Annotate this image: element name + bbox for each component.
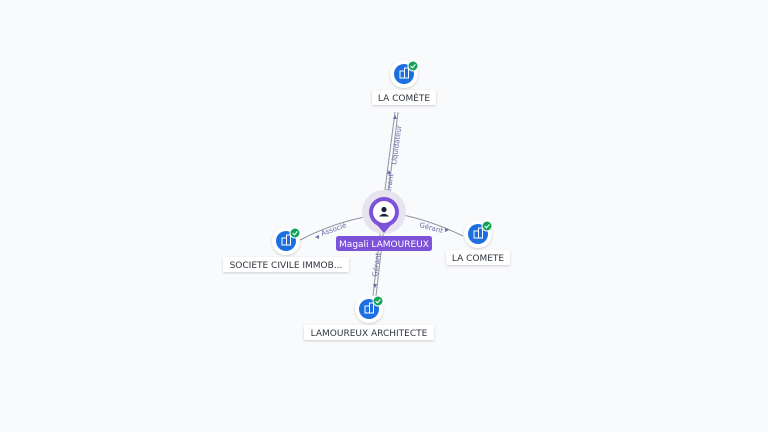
arrow-right — [445, 228, 449, 232]
check-icon — [372, 295, 384, 307]
company-node-bottom-label: LAMOUREUX ARCHITECTE — [311, 329, 428, 339]
edge-label-left: Associé — [320, 221, 348, 238]
edge-arrows — [315, 115, 449, 288]
edge-label-right: Gérant — [418, 221, 444, 235]
edge-to-top — [382, 111, 396, 206]
company-node-right[interactable]: LA COMETE — [446, 220, 510, 265]
center-node[interactable]: Magali LAMOUREUX — [336, 190, 432, 251]
check-icon — [407, 60, 419, 72]
building-icon — [364, 302, 374, 314]
building-icon — [473, 227, 483, 239]
edge-label-bottom: Gérant — [371, 252, 382, 277]
company-node-top-label: LA COMÈTE — [378, 92, 431, 104]
check-icon — [481, 220, 493, 232]
company-node-left[interactable]: SOCIETE CIVILE IMMOB... — [223, 227, 349, 272]
building-icon — [399, 67, 409, 79]
company-node-right-label: LA COMETE — [452, 254, 505, 264]
arrow-bottom — [373, 284, 377, 288]
arrow-top-2 — [387, 170, 391, 174]
company-node-left-label: SOCIETE CIVILE IMMOB... — [230, 261, 343, 271]
company-node-bottom[interactable]: LAMOUREUX ARCHITECTE — [304, 295, 434, 340]
check-icon — [289, 227, 301, 239]
person-icon — [379, 206, 389, 217]
center-node-label: Magali LAMOUREUX — [339, 240, 429, 250]
company-node-top[interactable]: LA COMÈTE — [372, 60, 436, 105]
arrow-left — [315, 235, 319, 239]
edge-label-top-2: Gérant — [384, 173, 395, 198]
arrow-top — [393, 115, 397, 119]
building-icon — [281, 234, 291, 246]
